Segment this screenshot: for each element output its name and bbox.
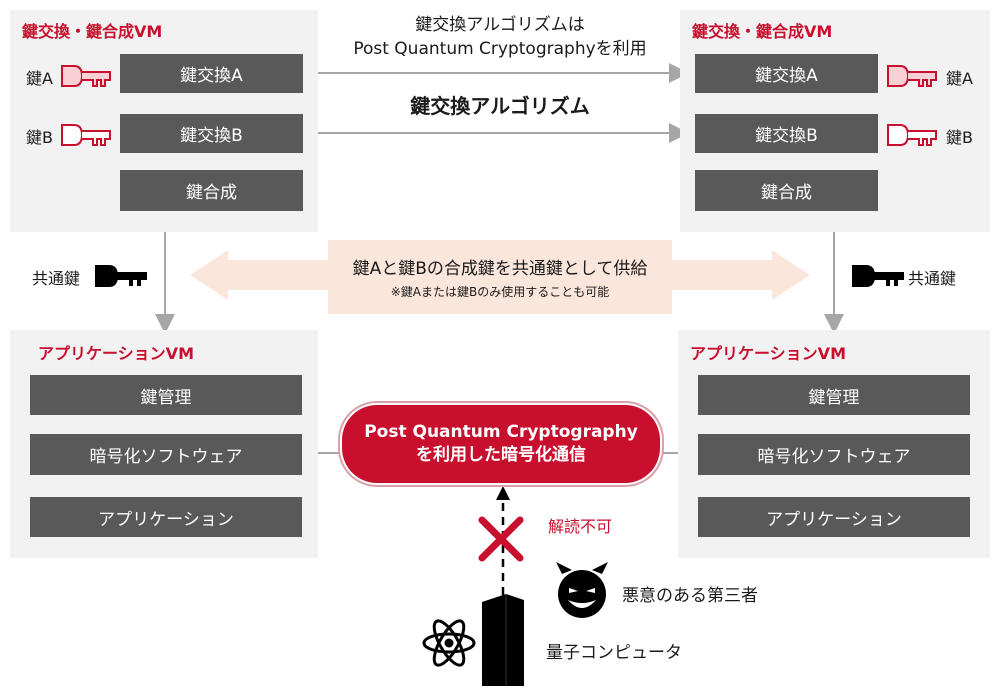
top-note-line1: 鍵交換アルゴリズムは [415,15,585,35]
attacker-label: 悪意のある第三者 [622,586,758,606]
pqc-channel-line1: Post Quantum Cryptography [364,422,638,442]
undecryptable-label: 解読不可 [548,517,613,536]
left-key-b-label: 鍵B [26,128,53,147]
quantum-computer-icon [482,594,524,686]
left-application-box: アプリケーション [30,497,302,537]
right-kex-b-box: 鍵交換B [695,114,878,153]
pqc-channel-pill: Post Quantum Cryptography を利用した暗号化通信 [342,405,660,483]
right-kex-a-box: 鍵交換A [695,54,878,93]
left-key-b-icon [61,124,111,146]
right-app-title: アプリケーションVM [690,344,846,363]
left-key-a-label: 鍵A [26,69,53,88]
blocked-x-icon [478,516,524,562]
devil-face-icon [556,562,608,618]
left-kex-title: 鍵交換・鍵合成VM [22,22,163,41]
supply-band: 鍵Aと鍵Bの合成鍵を共通鍵として供給 ※鍵Aまたは鍵Bのみ使用することも可能 [328,240,672,314]
algorithm-label: 鍵交換アルゴリズム [410,94,590,118]
right-application-box: アプリケーション [698,497,970,537]
supply-note-text: ※鍵Aまたは鍵Bのみ使用することも可能 [390,285,610,299]
quantum-computer-label: 量子コンピュータ [546,643,682,663]
left-app-title: アプリケーションVM [38,344,194,363]
right-combine-box: 鍵合成 [695,170,878,211]
right-key-b-label: 鍵B [946,128,973,147]
atom-icon [422,619,476,667]
supply-main-text: 鍵Aと鍵Bの合成鍵を共通鍵として供給 [352,259,648,279]
attack-arrow-head [496,486,510,500]
left-shared-key-icon [95,265,147,287]
left-crypto-box: 暗号化ソフトウェア [30,434,302,475]
top-note-line2: Post Quantum Cryptographyを利用 [353,39,647,59]
left-key-a-icon [61,65,111,87]
right-shared-key-icon [852,265,904,287]
right-shared-key-label: 共通鍵 [908,269,957,288]
right-key-b-icon [887,124,937,146]
left-kex-a-box: 鍵交換A [120,54,303,93]
right-keymgmt-box: 鍵管理 [698,375,970,415]
left-shared-key-label: 共通鍵 [32,269,81,288]
right-crypto-box: 暗号化ソフトウェア [698,434,970,475]
right-key-a-icon [887,65,937,87]
pqc-channel-line2: を利用した暗号化通信 [416,445,586,465]
right-key-a-label: 鍵A [946,69,973,88]
left-combine-box: 鍵合成 [120,170,303,211]
left-keymgmt-box: 鍵管理 [30,375,302,415]
right-kex-title: 鍵交換・鍵合成VM [692,22,833,41]
left-kex-b-box: 鍵交換B [120,114,303,153]
